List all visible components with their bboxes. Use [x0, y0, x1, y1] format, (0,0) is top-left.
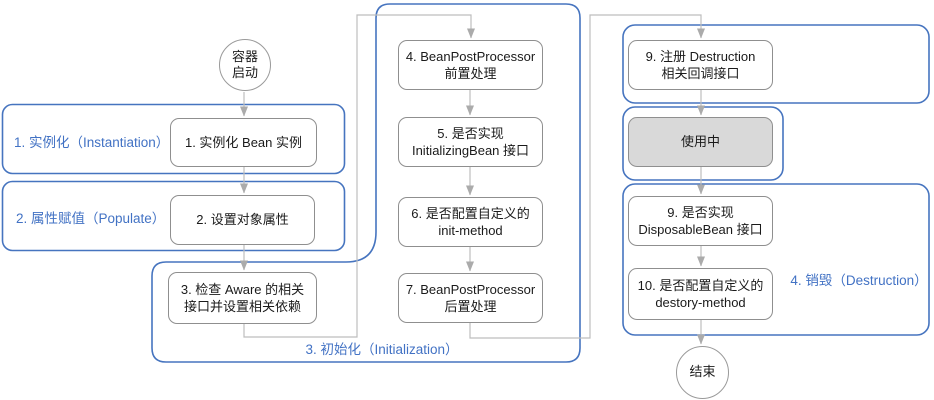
edge-box7-to-register [469, 14, 705, 339]
stage-label-destruction: 4. 销毁（Destruction） [790, 273, 928, 288]
stage-label-instantiation: 1. 实例化（Instantiation） [14, 135, 170, 150]
node-instantiate-bean: 1. 实例化 Bean 实例 [170, 118, 317, 167]
container-instantiation [1, 103, 346, 175]
stage-label-initialization: 3. 初始化（Initialization） [305, 342, 459, 357]
container-destruction [622, 183, 930, 336]
node-bpp-before: 4. BeanPostProcessor 前置处理 [398, 40, 543, 90]
node-initializingbean-check: 5. 是否实现 InitializingBean 接口 [398, 117, 543, 167]
edge-box3-to-box4 [243, 14, 475, 338]
node-init-method-check: 6. 是否配置自定义的 init-method [398, 197, 543, 247]
node-disposablebean-check: 9. 是否实现 DisposableBean 接口 [628, 196, 773, 246]
node-register-destruction: 9. 注册 Destruction 相关回调接口 [628, 40, 773, 90]
stage-label-populate: 2. 属性赋值（Populate） [16, 211, 166, 226]
node-set-properties: 2. 设置对象属性 [170, 195, 315, 245]
container-populate [1, 180, 346, 252]
end-node: 结束 [676, 346, 729, 399]
container-register-destruction [622, 24, 930, 104]
node-in-use: 使用中 [628, 117, 773, 167]
start-node: 容器 启动 [219, 39, 271, 91]
container-initialization [151, 3, 581, 363]
node-check-aware: 3. 检查 Aware 的相关 接口并设置相关依赖 [168, 272, 317, 324]
node-destroy-method-check: 10. 是否配置自定义的 destory-method [628, 268, 773, 320]
node-bpp-after: 7. BeanPostProcessor 后置处理 [398, 273, 543, 323]
